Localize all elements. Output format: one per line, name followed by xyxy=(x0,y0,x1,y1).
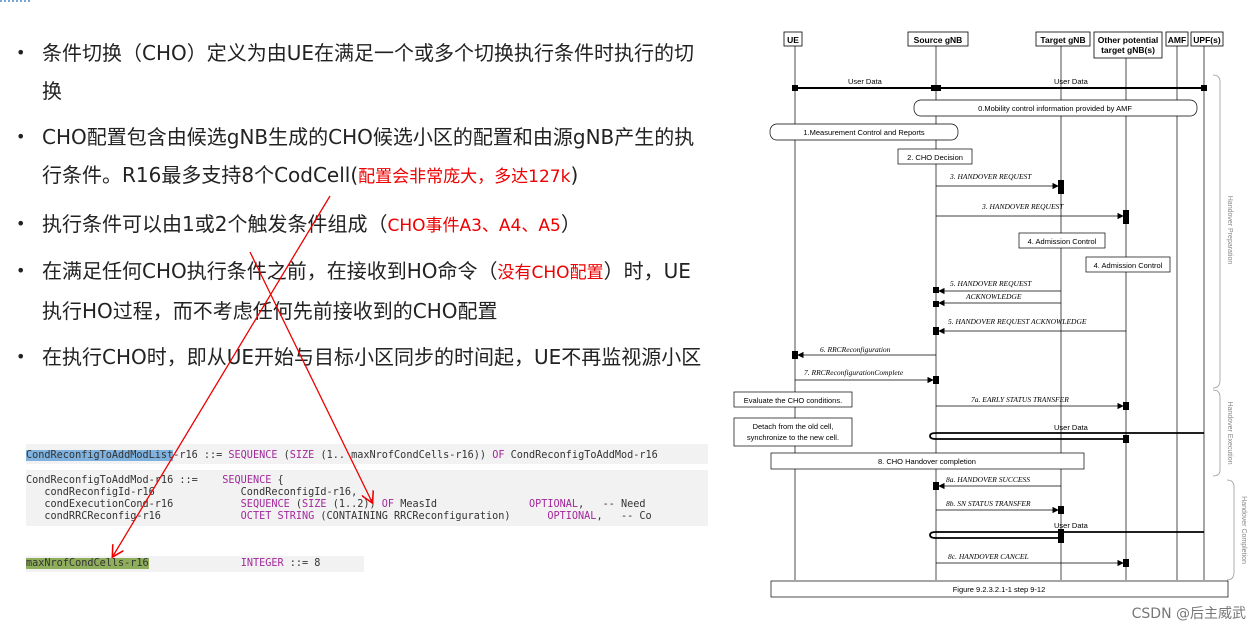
step-6-label: 6. RRCReconfiguration xyxy=(820,345,891,354)
top-dotted-line xyxy=(0,0,30,5)
detach-label-2: synchronize to the new cell. xyxy=(747,433,839,442)
detach-label-1: Detach from the old cell, xyxy=(753,422,834,431)
phase-completion: Handover Completion xyxy=(1240,496,1247,564)
step-1-box xyxy=(769,123,959,141)
bullet-4-note: 没有CHO配置 xyxy=(497,263,604,283)
step-5a-block-2 xyxy=(933,301,939,307)
step-8c-block xyxy=(1123,559,1129,567)
step-7-label: 7. RRCReconfigurationComplete xyxy=(804,368,904,377)
step-8-label: 8. CHO Handover completion xyxy=(878,457,976,466)
code-line-5: condRRCReconfig-r16 OCTET STRING (CONTAI… xyxy=(26,511,652,522)
actor-box-target xyxy=(1035,31,1091,47)
csdn-watermark: CSDN @后主威武 xyxy=(1131,606,1246,622)
evaluate-box xyxy=(733,391,853,408)
bullet-5-text: 在执行CHO时，即从UE开始与目标小区同步的时间起，UE不再监视源小区 xyxy=(42,345,702,369)
step-8b-label: 8b. SN STATUS TRANSFER xyxy=(946,499,1031,508)
code-bg-1 xyxy=(26,444,708,464)
bullet-3-text: 执行条件可以由1或2个触发条件组成（ xyxy=(42,212,388,236)
step-8b-block xyxy=(1058,506,1064,514)
actor-amf: AMF xyxy=(1168,35,1186,45)
code-list-name: CondReconfigToAddModList xyxy=(26,450,174,461)
user-data-label-1: User Data xyxy=(848,77,883,86)
step-5b-block xyxy=(933,327,939,335)
actor-ue: UE xyxy=(787,35,799,45)
step-8c-label: 8c. HANDOVER CANCEL xyxy=(948,552,1029,561)
code-line-3: condReconfigId-r16 CondReconfigId-r16, xyxy=(26,487,358,498)
step-5b-label: 5. HANDOVER REQUEST ACKNOWLEDGE xyxy=(948,317,1087,326)
step-8a-block xyxy=(933,482,939,490)
actor-box-ue xyxy=(783,31,803,47)
actor-box-source xyxy=(907,31,969,47)
step-4b-box xyxy=(1085,256,1171,273)
bullet-4-tail: ）时，UE执行HO过程，而不考虑任何先前接收到的CHO配置 xyxy=(42,259,691,323)
step-7-block xyxy=(933,376,939,384)
step-5a-block-1 xyxy=(933,287,939,293)
step-3a-block xyxy=(1058,180,1064,194)
code-line-1: CondReconfigToAddModList-r16 ::= SEQUENC… xyxy=(26,450,658,461)
phase-brace-comp xyxy=(1226,479,1235,581)
bullet-2-text: CHO配置包含由候选gNB生成的CHO候选小区的配置和由源gNB产生的执行条件。… xyxy=(42,125,695,187)
bullet-2-note: 配置会非常庞大，多达127k xyxy=(358,167,571,187)
step-5a-label-1: 5. HANDOVER REQUEST xyxy=(950,279,1032,288)
actor-upf: UPF(s) xyxy=(1193,35,1221,45)
step-4b-label: 4. Admission Control xyxy=(1094,261,1163,270)
figure-caption-box xyxy=(770,580,1229,598)
actor-box-upf xyxy=(1190,31,1224,47)
user-data-label-3: User Data xyxy=(1054,423,1089,432)
user-data-line-3 xyxy=(929,432,1204,440)
phase-brace-exec xyxy=(1212,389,1221,477)
step-5a-label-2: ACKNOWLEDGE xyxy=(965,292,1022,301)
detach-box xyxy=(733,417,853,447)
ud-block-ue xyxy=(792,85,798,91)
red-annotation-arrows xyxy=(0,195,720,633)
step-3b-block xyxy=(1123,210,1129,224)
code-max-name: maxNrofCondCells-r16 xyxy=(26,558,149,569)
ud-block-upf xyxy=(1201,85,1207,91)
slide-left-panel: • 条件切换（CHO）定义为由UE在满足一个或多个切换执行条件时执行的切换 • … xyxy=(0,41,720,633)
code-line-2: CondReconfigToAddMod-r16 ::= SEQUENCE { xyxy=(26,475,284,486)
ud3-block xyxy=(1123,435,1129,443)
ud-block-source xyxy=(931,85,941,91)
phase-preparation: Handover Preparation xyxy=(1226,196,1233,265)
step-0-label: 0.Mobility control information provided … xyxy=(978,104,1132,113)
step-6-block xyxy=(792,351,798,359)
user-data-label-4: User Data xyxy=(1054,521,1089,530)
step-7a-label: 7a. EARLY STATUS TRANSFER xyxy=(971,395,1069,404)
step-3a-label: 3. HANDOVER REQUEST xyxy=(949,172,1032,181)
step-4a-label: 4. Admission Control xyxy=(1028,237,1097,246)
user-data-label-2: User Data xyxy=(1054,77,1089,86)
bullet-3-tail: ） xyxy=(560,212,581,236)
step-1-label: 1.Measurement Control and Reports xyxy=(803,128,925,137)
actor-source-gnb: Source gNB xyxy=(914,35,963,45)
bullet-4-text: 在满足任何CHO执行条件之前，在接收到HO命令（ xyxy=(42,259,498,283)
evaluate-label: Evaluate the CHO conditions. xyxy=(744,396,842,405)
ud4-block xyxy=(1058,529,1064,543)
code-line-4: condExecutionCond-r16 SEQUENCE (SIZE (1.… xyxy=(26,499,646,510)
step-7a-block xyxy=(1123,402,1129,410)
step-2-label: 2. CHO Decision xyxy=(907,153,963,162)
actor-box-other xyxy=(1093,31,1163,59)
code-line-6: maxNrofCondCells-r16 INTEGER ::= 8 xyxy=(26,558,321,569)
phase-brace-prep xyxy=(1212,74,1221,389)
bullet-2-tail: ) xyxy=(570,163,579,187)
step-2-box xyxy=(897,148,973,165)
cho-sequence-diagram: UE Source gNB Target gNB Other potential… xyxy=(733,31,1247,598)
red-arrow-1 xyxy=(113,195,331,556)
bullet-3-note: CHO事件A3、A4、A5 xyxy=(387,216,561,236)
step-0-box xyxy=(913,99,1198,117)
figure-caption: Figure 9.2.3.2.1-1 step 9-12 xyxy=(953,585,1046,594)
step-8-box xyxy=(770,452,1085,470)
phase-execution: Handover Execution xyxy=(1226,401,1233,464)
user-data-line-4 xyxy=(929,531,1204,539)
bullet-1-text: 条件切换（CHO）定义为由UE在满足一个或多个切换执行条件时执行的切换 xyxy=(42,41,695,103)
step-8a-label: 8a. HANDOVER SUCCESS xyxy=(946,475,1030,484)
step-3b-label: 3. HANDOVER REQUEST xyxy=(981,202,1064,211)
red-arrow-2 xyxy=(249,251,372,502)
actor-target-gnb: Target gNB xyxy=(1040,35,1085,45)
step-4a-box xyxy=(1018,232,1106,249)
